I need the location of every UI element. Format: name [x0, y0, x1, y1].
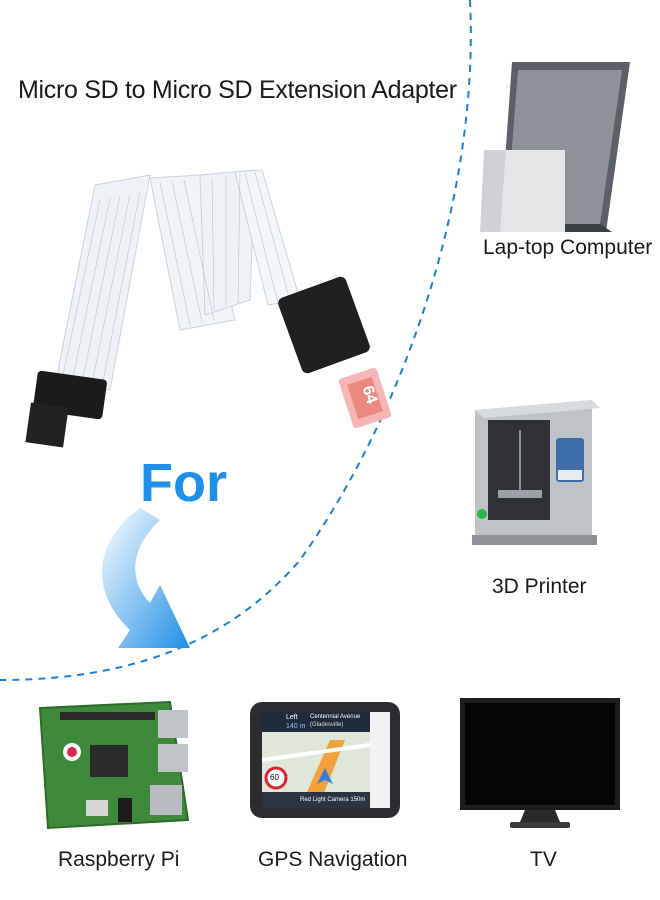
gps-street: Centennial Avenue — [310, 714, 361, 720]
gps-suburb: (Gladesville) — [310, 722, 344, 728]
laptop-label: Lap-top Computer — [483, 236, 653, 259]
for-label: For — [140, 453, 227, 513]
gps-distance: 140 m — [286, 723, 306, 730]
printer-label: 3D Printer — [492, 575, 587, 598]
gps-alert: Red Light Camera 150m — [300, 797, 366, 803]
tv-label: TV — [530, 848, 557, 871]
page-title: Micro SD to Micro SD Extension Adapter — [18, 76, 457, 104]
gps-label: GPS Navigation — [258, 848, 408, 871]
gps-turn: Left — [286, 714, 298, 721]
gps-speed: 60 — [270, 773, 279, 782]
raspberry-pi-label: Raspberry Pi — [58, 848, 180, 871]
